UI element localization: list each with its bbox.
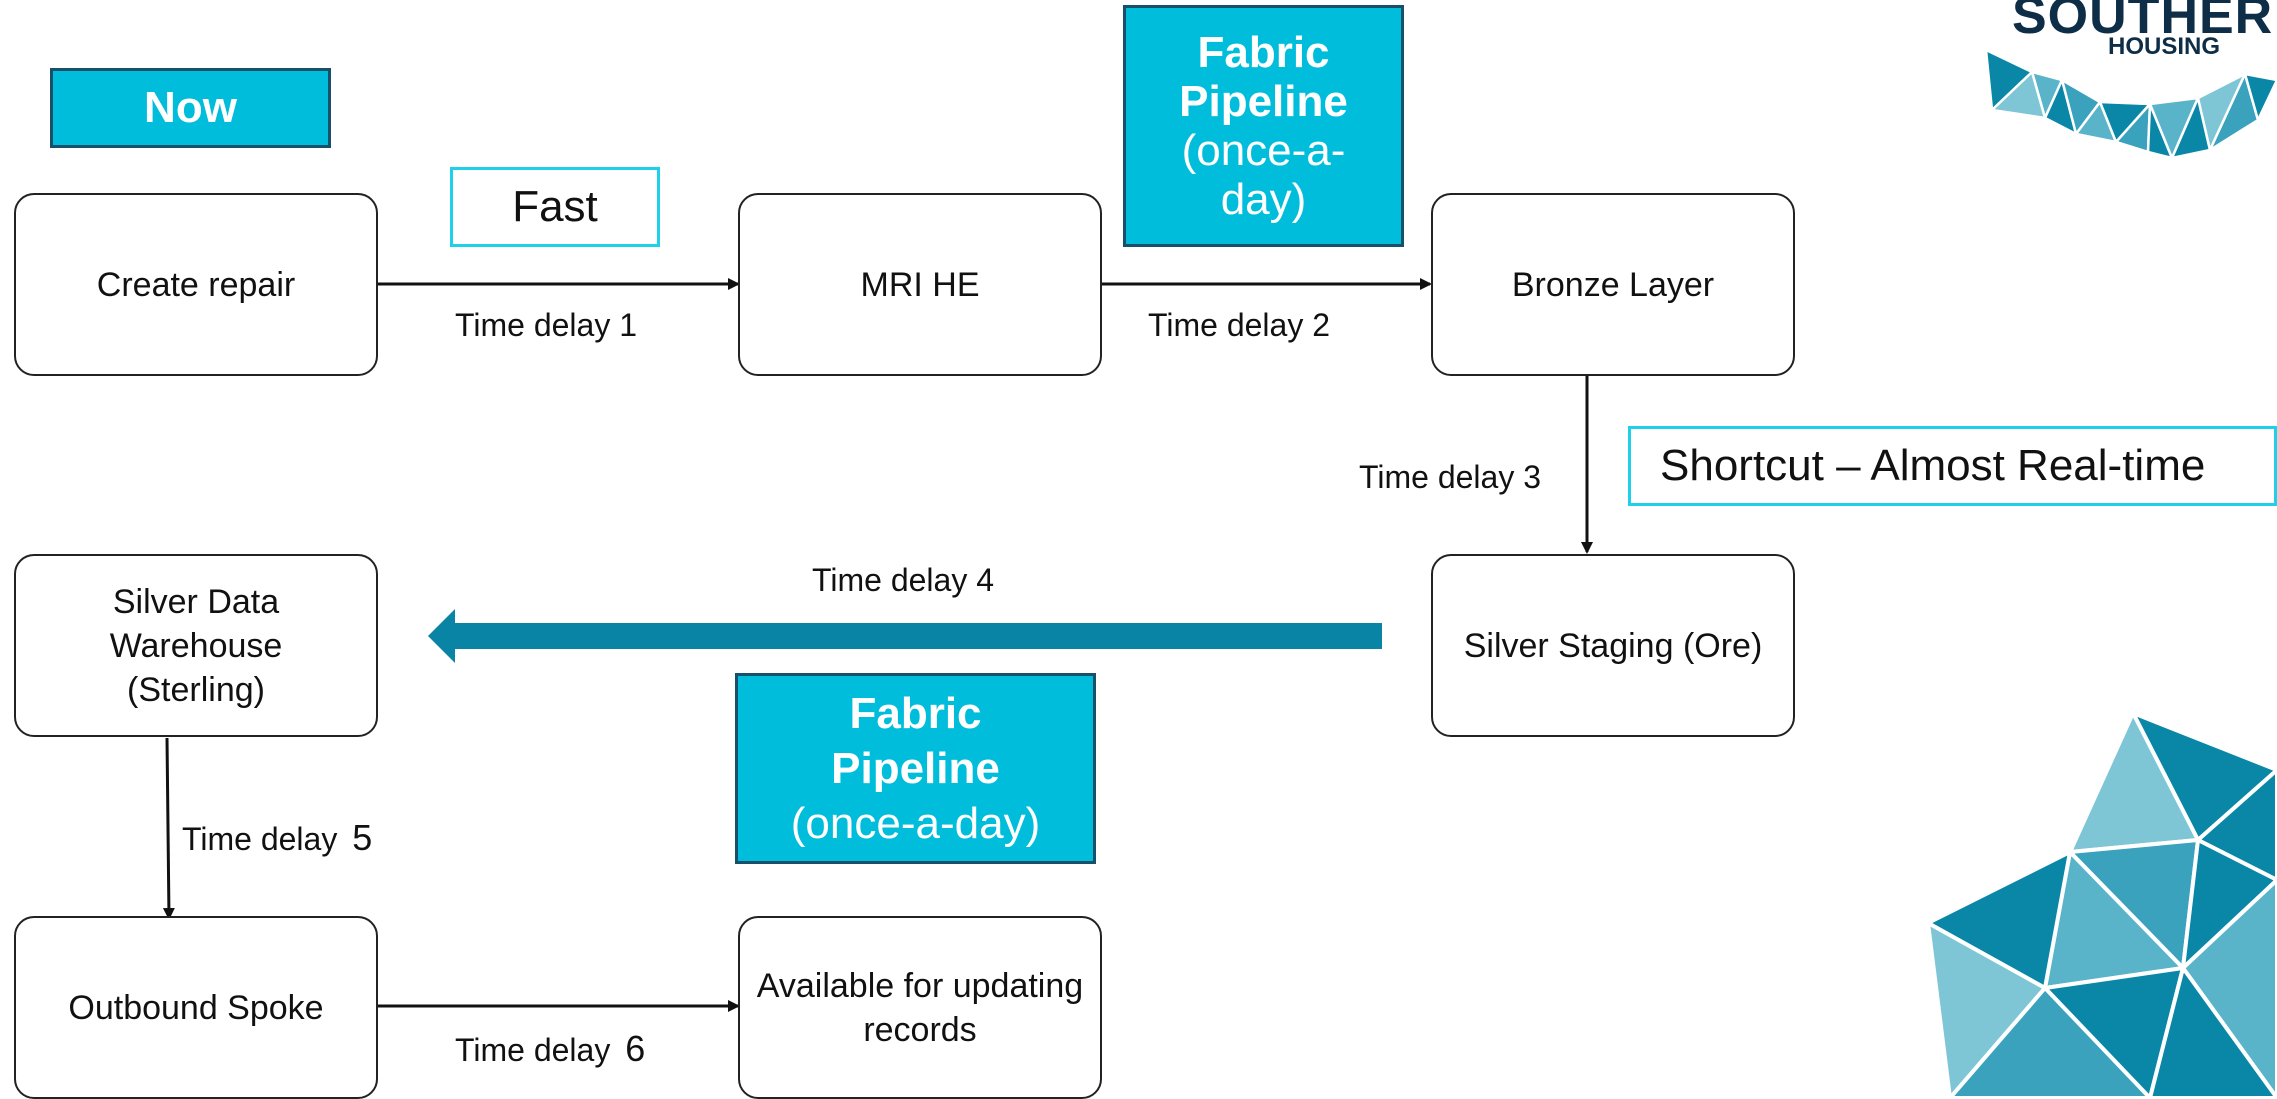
time-delay-6-label: Time delay 6 [455, 1028, 645, 1070]
time-delay-2-label: Time delay 2 [1148, 307, 1330, 343]
shortcut-label: Shortcut – Almost Real-time [1660, 441, 2206, 490]
available-line1: Available for updating [756, 966, 1084, 1005]
silver-dw-line1: Silver Data [112, 582, 280, 621]
fast-label: Fast [512, 182, 598, 231]
fast-tag: Fast [450, 167, 660, 247]
bronze-layer-node: Bronze Layer [1431, 193, 1795, 376]
silver-data-warehouse-node: Silver Data Warehouse (Sterling) [14, 554, 378, 737]
time-delay-5-number: 5 [352, 817, 373, 858]
now-tag: Now [50, 68, 331, 148]
fabric-pipeline-top-tag: Fabric Pipeline (once-a- day) [1123, 5, 1404, 247]
pipeline-bottom-line3: (once-a-day) [790, 799, 1041, 848]
now-label: Now [144, 83, 237, 132]
arrow-dw-to-spoke [162, 737, 175, 920]
time-delay-3-label: Time delay 3 [1359, 459, 1541, 495]
silver-dw-line2: Warehouse [109, 626, 283, 665]
pipeline-bottom-line1: Fabric [849, 689, 982, 738]
silver-dw-line3: (Sterling) [127, 670, 265, 709]
silver-staging-node: Silver Staging (Ore) [1431, 554, 1795, 737]
silver-staging-label: Silver Staging (Ore) [1463, 626, 1763, 665]
time-delay-6-number: 6 [625, 1028, 646, 1069]
time-delay-5-text: Time delay [182, 821, 338, 857]
bronze-layer-label: Bronze Layer [1511, 265, 1715, 304]
time-delay-5-label: Time delay 5 [182, 817, 372, 859]
create-repair-label: Create repair [96, 265, 296, 304]
big-arrow-staging-to-dw [428, 609, 1382, 663]
shortcut-tag: Shortcut – Almost Real-time [1628, 426, 2277, 506]
time-delay-1-label: Time delay 1 [455, 307, 637, 343]
mri-he-node: MRI HE [738, 193, 1102, 376]
available-node: Available for updating records [738, 916, 1102, 1099]
pipeline-top-line3: (once-a- [1181, 126, 1346, 175]
logo-wordmark: SOUTHER [2012, 0, 2274, 45]
available-line2: records [863, 1010, 977, 1049]
create-repair-node: Create repair [14, 193, 378, 376]
time-delay-4-label: Time delay 4 [812, 562, 994, 598]
outbound-spoke-node: Outbound Spoke [14, 916, 378, 1099]
time-delay-6-text: Time delay [455, 1032, 611, 1068]
pipeline-bottom-line2: Pipeline [831, 744, 1000, 793]
mri-he-label: MRI HE [860, 265, 980, 304]
logo-subtitle: HOUSING [2108, 33, 2221, 60]
outbound-spoke-label: Outbound Spoke [68, 988, 324, 1027]
pipeline-top-line2: Pipeline [1179, 77, 1348, 126]
fabric-pipeline-bottom-tag: Fabric Pipeline (once-a-day) [735, 673, 1096, 864]
pipeline-top-line1: Fabric [1197, 28, 1330, 77]
pipeline-top-line4: day) [1220, 175, 1307, 224]
